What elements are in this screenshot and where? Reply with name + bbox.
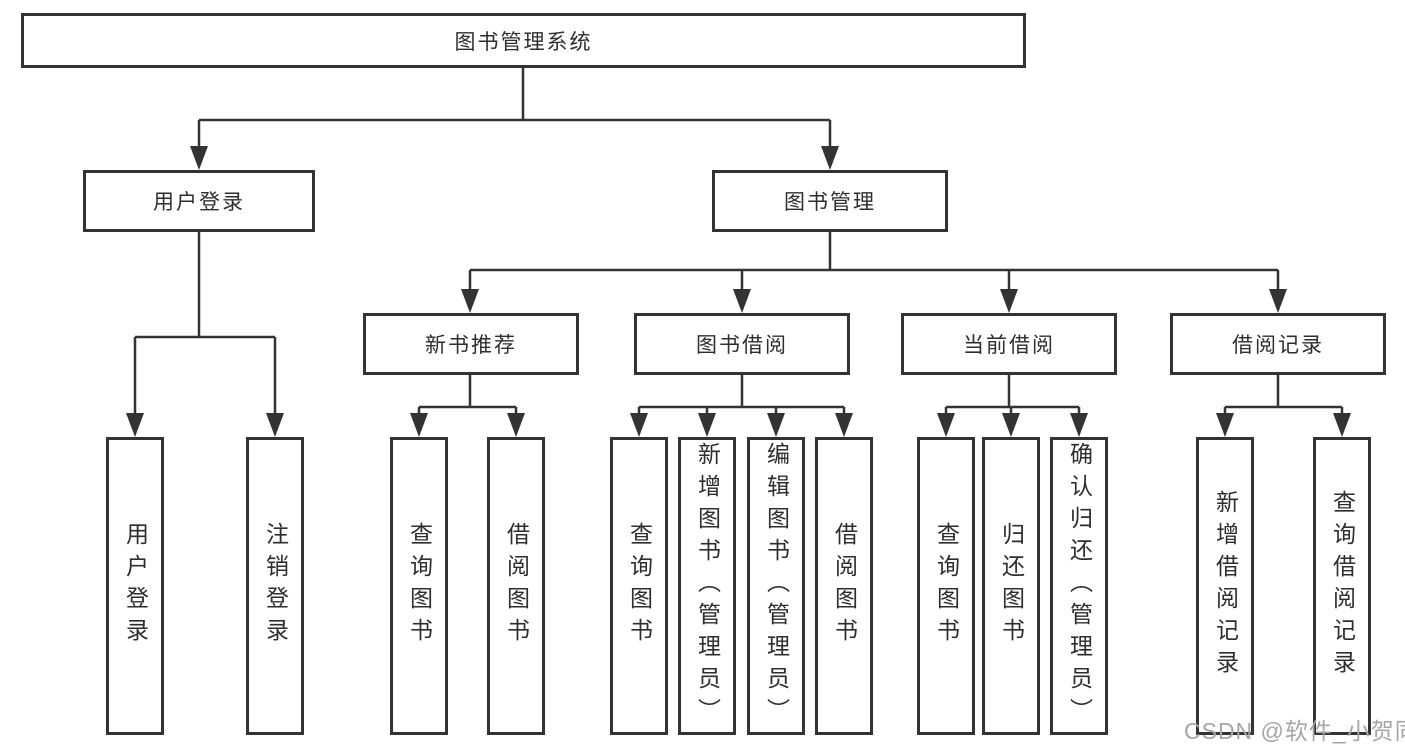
leaf-br-add-record-label: 新增借阅记录: [1212, 490, 1239, 682]
leaf-bb-query-books-label: 查询图书: [626, 522, 653, 650]
csdn-watermark: CSDN @软件_小贺同学: [1184, 718, 1405, 744]
node-root-label: 图书管理系统: [454, 30, 593, 54]
leaf-br-add-record: 新增借阅记录: [1196, 437, 1254, 735]
leaf-bb-borrow-books-label: 借阅图书: [831, 522, 858, 650]
leaf-cb-query-books: 查询图书: [917, 437, 975, 735]
node-borrow-records: 借阅记录: [1170, 313, 1386, 375]
node-book-management: 图书管理: [712, 170, 948, 232]
node-book-management-label: 图书管理: [784, 191, 876, 214]
node-current-borrow-label: 当前借阅: [963, 334, 1055, 357]
node-book-borrow-label: 图书借阅: [696, 334, 788, 357]
leaf-bb-query-books: 查询图书: [610, 437, 668, 735]
leaf-bb-edit-books-admin-label: 编辑图书（管理员）: [763, 442, 790, 730]
leaf-cb-return-books-label: 归还图书: [998, 522, 1025, 650]
leaf-br-query-record-label: 查询借阅记录: [1329, 490, 1356, 682]
leaf-user-login: 用户登录: [106, 437, 164, 735]
leaf-logout-label: 注销登录: [262, 522, 289, 650]
leaf-bb-borrow-books: 借阅图书: [815, 437, 873, 735]
leaf-logout: 注销登录: [246, 437, 304, 735]
leaf-br-query-record: 查询借阅记录: [1313, 437, 1371, 735]
leaf-nb-borrow-books-label: 借阅图书: [503, 522, 530, 650]
leaf-cb-query-books-label: 查询图书: [933, 522, 960, 650]
node-new-book-recommend: 新书推荐: [363, 313, 579, 375]
leaf-user-login-label: 用户登录: [122, 522, 149, 650]
leaf-cb-confirm-return-admin-label: 确认归还（管理员）: [1066, 442, 1093, 730]
leaf-nb-query-books-label: 查询图书: [406, 522, 433, 650]
leaf-nb-query-books: 查询图书: [390, 437, 448, 735]
leaf-cb-return-books: 归还图书: [982, 437, 1040, 735]
node-current-borrow: 当前借阅: [901, 313, 1117, 375]
leaf-bb-edit-books-admin: 编辑图书（管理员）: [747, 437, 805, 735]
node-new-book-recommend-label: 新书推荐: [425, 334, 517, 357]
node-root: 图书管理系统: [21, 13, 1026, 68]
leaf-cb-confirm-return-admin: 确认归还（管理员）: [1050, 437, 1108, 735]
leaf-nb-borrow-books: 借阅图书: [487, 437, 545, 735]
node-user-login: 用户登录: [83, 170, 315, 232]
leaf-bb-add-books-admin-label: 新增图书（管理员）: [694, 442, 721, 730]
node-book-borrow: 图书借阅: [634, 313, 850, 375]
node-user-login-label: 用户登录: [153, 191, 245, 214]
node-borrow-records-label: 借阅记录: [1232, 334, 1324, 357]
leaf-bb-add-books-admin: 新增图书（管理员）: [678, 437, 736, 735]
